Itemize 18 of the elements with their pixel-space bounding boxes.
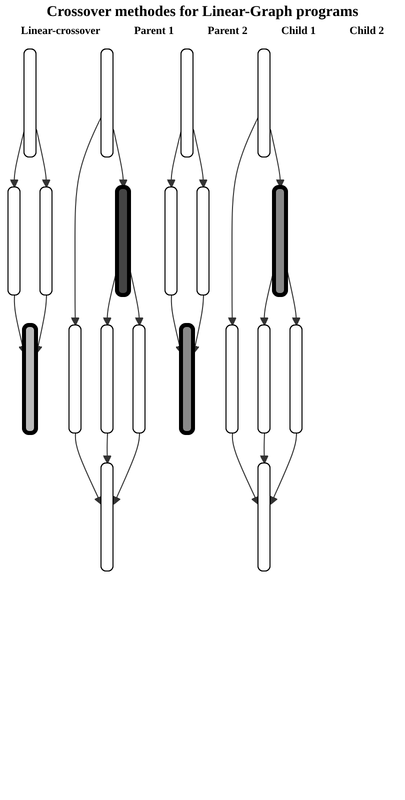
panel-label: Parent 1 xyxy=(134,25,174,37)
panel-label: Child 2 xyxy=(350,25,384,37)
arrow xyxy=(112,433,140,505)
arrow xyxy=(260,433,269,464)
panel-label: Linear-crossover xyxy=(20,25,100,37)
arrow xyxy=(232,433,260,505)
panel-label: Parent 2 xyxy=(208,25,248,37)
arrow xyxy=(102,433,112,464)
arrow xyxy=(70,116,102,326)
arrow xyxy=(270,128,285,188)
arrow xyxy=(228,116,259,326)
arrow xyxy=(74,433,102,505)
arrow xyxy=(36,128,51,188)
diagram-title: Crossover methodes for Linear-Graph programs xyxy=(46,4,360,21)
arrow xyxy=(113,128,128,188)
arrow xyxy=(193,128,208,188)
panel-label: Child 1 xyxy=(281,25,316,37)
arrow xyxy=(270,433,297,505)
